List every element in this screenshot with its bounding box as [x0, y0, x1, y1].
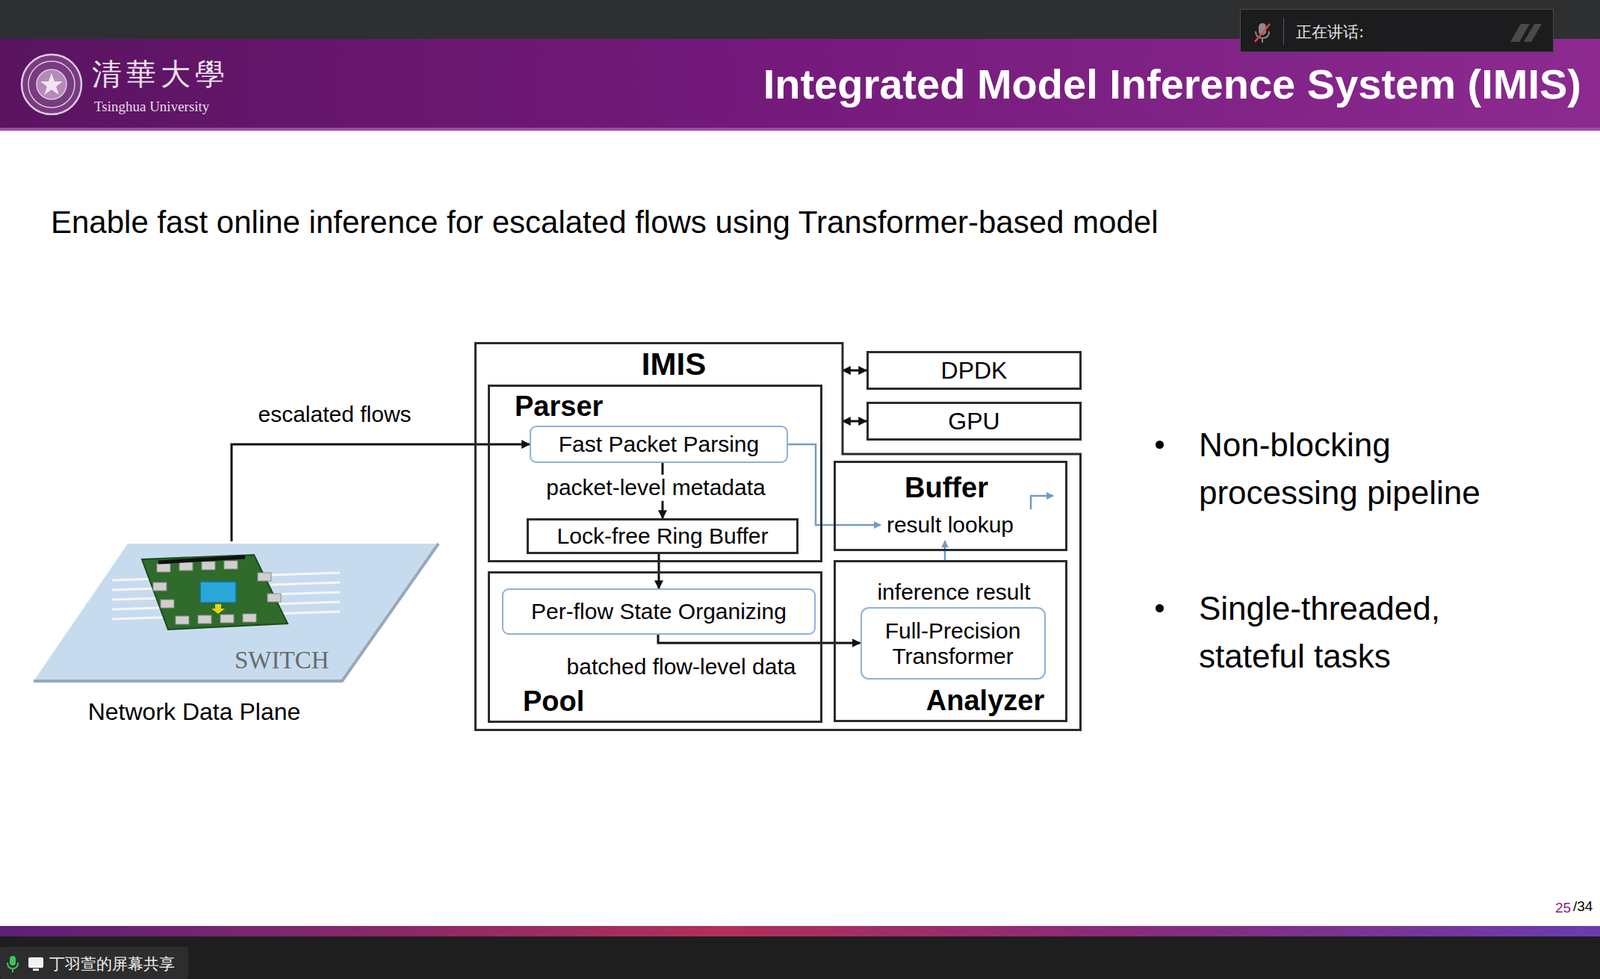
- switch-illustration: SWITCH Network Data Plane: [29, 541, 443, 738]
- buffer-box: Lock-free Ring Buffer: [526, 518, 799, 555]
- slide-label: 丁羽萱的屏幕共享: [49, 955, 175, 974]
- output-arrow: [1030, 495, 1054, 510]
- speaker-panel: [1239, 8, 1554, 53]
- node-text: IMIS: [641, 346, 706, 383]
- logo-star: [40, 73, 63, 95]
- node-text: Parser: [514, 390, 603, 424]
- node-text: result lookup: [886, 512, 1014, 539]
- edge-label: batched flow-level data: [563, 654, 800, 681]
- slide-label: 清華大學: [91, 57, 230, 92]
- node-text: Fast Packet Parsing: [558, 431, 759, 458]
- model-box: Full-Precision Transformer: [860, 607, 1046, 680]
- panel-icon: [1507, 19, 1545, 45]
- board-chip: [257, 572, 272, 582]
- board-chip: [197, 615, 212, 624]
- bullet-dot: [1155, 440, 1164, 449]
- node-text: Buffer: [904, 472, 989, 505]
- module-box: inference resultAnalyzer Full-Precision T…: [833, 560, 1068, 723]
- board-chip: [153, 582, 167, 591]
- mic-icon: [9, 956, 16, 966]
- module-box: Pool Per-flow State Organizing: [487, 571, 823, 724]
- mute-slash: [1254, 23, 1270, 42]
- board-chip: [179, 562, 193, 571]
- slide-label: Enable fast online inference for escalat…: [50, 204, 1158, 241]
- panel-divider: [1283, 17, 1285, 45]
- edge-label: packet-level metadata: [543, 475, 769, 502]
- board-chip: [160, 599, 175, 609]
- plane-base: [33, 543, 439, 682]
- slide-title: Integrated Model Inference System (IMIS): [763, 60, 1582, 109]
- slide-label: Non-blocking processing pipeline: [1198, 421, 1543, 517]
- board-chip: [175, 616, 189, 625]
- node-text: GPU: [947, 407, 1000, 436]
- process-box: Fast Packet Parsing: [529, 425, 789, 464]
- panel-icon-shape: [1510, 23, 1542, 42]
- board-chip: [224, 560, 238, 570]
- footer-line: [0, 926, 1600, 937]
- share-icons: [5, 954, 47, 975]
- module-box: Buffer result lookup: [833, 460, 1068, 552]
- board-chip: [201, 561, 216, 570]
- mic-stand: [7, 962, 18, 973]
- process-box: Per-flow State Organizing: [501, 588, 816, 635]
- connector-arrow: [842, 420, 867, 423]
- slide-label: Single-threaded, stateful tasks: [1198, 584, 1543, 681]
- node-text: Analyzer: [926, 684, 1045, 718]
- slide-label: 25: [1555, 900, 1571, 917]
- connector-arrow: [842, 369, 867, 372]
- bullet-dot: [1155, 604, 1164, 613]
- university-logo: [19, 52, 84, 117]
- board-chip: [220, 614, 234, 623]
- edge-label: escalated flows: [254, 401, 414, 429]
- screen-icon: [28, 957, 44, 969]
- slide-label: /34: [1573, 898, 1593, 916]
- bottom-toolbar: [0, 936, 1600, 979]
- board-chip: [156, 563, 171, 573]
- circuit-board: [141, 554, 288, 630]
- resource-box: DPDK: [866, 351, 1082, 390]
- switch-asic: [200, 581, 237, 603]
- muted-mic-icon: [1252, 21, 1273, 45]
- slide-label: 正在讲话:: [1295, 23, 1364, 42]
- resource-box: GPU: [866, 401, 1082, 441]
- node-text: inference result: [876, 579, 1031, 606]
- node-text: DPDK: [941, 357, 1008, 385]
- screen-stand: [32, 968, 39, 972]
- connector-arrow: [231, 444, 530, 542]
- slide-label: Tsinghua University: [94, 98, 210, 116]
- port-bar: [158, 557, 246, 563]
- logo-ring: [28, 61, 75, 108]
- board-chip: [242, 614, 257, 623]
- logo-ring: [21, 54, 82, 115]
- node-text: SWITCH: [234, 646, 330, 676]
- node-text: Pool: [522, 685, 585, 719]
- logo-center: [36, 69, 67, 100]
- node-text: Per-flow State Organizing: [531, 599, 787, 626]
- header-underline: [0, 127, 1600, 131]
- connector-arrow: [658, 634, 861, 644]
- board-chip: [267, 593, 281, 603]
- plane-shadow: [33, 543, 439, 682]
- node-text: Lock-free Ring Buffer: [557, 523, 769, 550]
- node-text: Full-Precision Transformer: [870, 617, 1036, 670]
- node-text: Network Data Plane: [88, 698, 302, 727]
- asic-arrow: [211, 604, 225, 615]
- module-box: ParserFast Packet ParsingLock-free Ring …: [487, 384, 823, 563]
